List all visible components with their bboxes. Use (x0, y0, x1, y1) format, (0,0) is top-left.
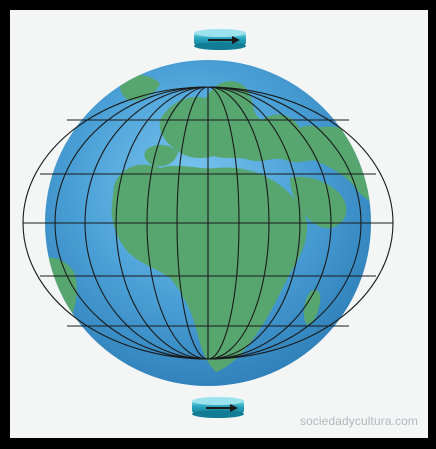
watermark: sociedadycultura.com (300, 414, 418, 428)
diagram-panel: sociedadycultura.com (10, 10, 428, 438)
south-america-landmass (40, 258, 77, 340)
globe-projection-diagram (10, 10, 428, 438)
rotation-arrow-top (194, 29, 246, 50)
rotation-arrow-bottom (192, 397, 244, 418)
